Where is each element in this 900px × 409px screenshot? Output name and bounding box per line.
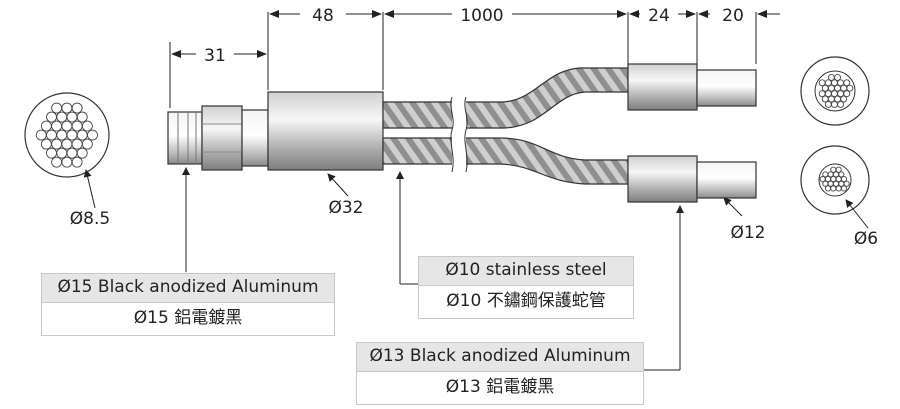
- fiber-strand: [830, 185, 837, 192]
- fiber-strand: [824, 185, 832, 192]
- stainless-conduit: [382, 67, 629, 185]
- diameter-body: Ø32: [328, 198, 363, 218]
- fiber-strand: [821, 95, 829, 103]
- fiber-strand: [834, 84, 841, 92]
- callout-aluminum-15-zh: Ø15 鋁電鍍黑: [41, 303, 335, 336]
- dim-31: 31: [204, 46, 226, 66]
- left-bundle-end-face: [24, 92, 110, 178]
- fiber-strand: [46, 129, 57, 141]
- fiber-strand: [66, 147, 78, 159]
- dim-20: 20: [722, 6, 744, 26]
- fiber-strand: [87, 129, 98, 141]
- fiber-strand: [51, 138, 63, 150]
- fiber-strand: [824, 101, 832, 108]
- fiber-strand: [827, 73, 835, 81]
- fiber-strand: [61, 120, 73, 132]
- fiber-strand: [821, 84, 829, 92]
- fiber-strand: [840, 84, 848, 92]
- fiber-strand: [71, 120, 83, 132]
- fiber-strand: [81, 138, 93, 150]
- callout-aluminum-13-en: Ø13 Black anodized Aluminum: [356, 342, 644, 372]
- fiber-strand: [843, 180, 850, 187]
- fiber-strand: [843, 90, 851, 98]
- callout-aluminum-13-zh: Ø13 鋁電鍍黑: [356, 372, 644, 405]
- fiber-strand: [46, 147, 57, 159]
- fiber-strand: [831, 90, 838, 98]
- fiber-strand: [61, 102, 73, 114]
- diameter-end-cap: Ø12: [730, 223, 765, 243]
- fiber-strand: [66, 129, 78, 141]
- fiber-strand: [843, 79, 851, 87]
- callout-aluminum-15-en: Ø15 Black anodized Aluminum: [41, 273, 335, 303]
- fiber-strand: [827, 95, 835, 103]
- callout-stainless-10: Ø10 stainless steel Ø10 不鏽鋼保護蛇管: [418, 256, 634, 319]
- fiber-strand: [51, 102, 63, 114]
- fiber-strand: [838, 171, 845, 178]
- end-caps-13: [627, 63, 757, 203]
- fiber-strand: [76, 129, 88, 141]
- fiber-strand: [61, 156, 73, 168]
- left-fiber-cluster: [35, 102, 98, 168]
- fiber-strand: [837, 90, 845, 98]
- diameter-right-bundle: Ø6: [854, 229, 878, 249]
- fiber-strand: [71, 156, 83, 168]
- fiber-strand: [40, 120, 52, 132]
- fiber-strand: [56, 129, 68, 141]
- fiber-strand: [831, 101, 838, 108]
- fiber-strand: [66, 111, 78, 123]
- fiber-strand: [846, 84, 854, 92]
- fiber-strand: [76, 147, 88, 159]
- fiber-strand: [51, 120, 63, 132]
- fiber-strand: [837, 79, 845, 87]
- fiber-strand: [81, 120, 93, 132]
- dimension-lines: [169, 10, 780, 108]
- fiber-strand: [71, 102, 83, 114]
- dim-1000: 1000: [460, 6, 503, 26]
- fiber-strand: [840, 185, 848, 192]
- fiber-strand: [835, 185, 842, 192]
- fiber-strand: [71, 138, 83, 150]
- fiber-strand: [56, 147, 68, 159]
- callout-stainless-10-en: Ø10 stainless steel: [418, 256, 634, 286]
- fiber-strand: [840, 95, 848, 103]
- fiber-strand: [818, 79, 826, 87]
- fiber-strand: [818, 90, 826, 98]
- fiber-strand: [824, 79, 832, 87]
- fiber-strand: [76, 111, 88, 123]
- fiber-strand: [35, 129, 47, 141]
- fiber-strand: [831, 79, 838, 87]
- fiber-strand: [837, 101, 845, 108]
- aluminum-ferrule-15: [167, 105, 269, 171]
- dim-48: 48: [312, 6, 334, 26]
- fiber-strand: [40, 138, 52, 150]
- right-bundle-end-faces: [800, 56, 870, 215]
- callout-aluminum-13: Ø13 Black anodized Aluminum Ø13 鋁電鍍黑: [356, 342, 644, 405]
- leader-lines: [83, 167, 869, 371]
- diameter-left-bundle: Ø8.5: [70, 209, 110, 229]
- body-cylinder-32: [267, 91, 384, 171]
- fiber-strand: [51, 156, 63, 168]
- fiber-strand: [835, 166, 842, 173]
- callout-stainless-10-zh: Ø10 不鏽鋼保護蛇管: [418, 286, 634, 319]
- fiber-strand: [56, 111, 68, 123]
- fiber-strand: [840, 176, 848, 183]
- dim-24: 24: [648, 6, 670, 26]
- fiber-strand: [61, 138, 73, 150]
- fiber-strand: [46, 111, 57, 123]
- callout-aluminum-15: Ø15 Black anodized Aluminum Ø15 鋁電鍍黑: [41, 273, 335, 336]
- fiber-strand: [827, 84, 835, 92]
- fiber-strand: [824, 90, 832, 98]
- fiber-strand: [834, 73, 841, 81]
- fiber-strand: [834, 95, 841, 103]
